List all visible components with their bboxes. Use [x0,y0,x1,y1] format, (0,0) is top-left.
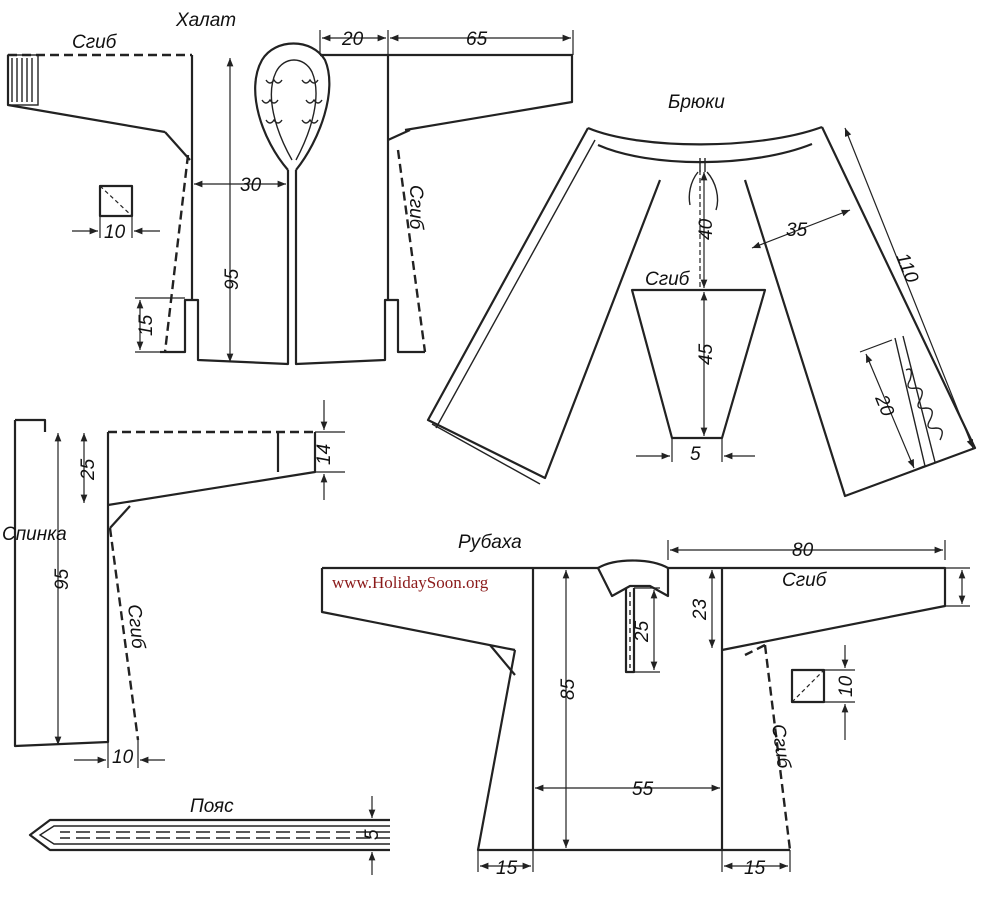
dim-spinka-length: 95 [52,568,73,590]
dim-rubaha-sleeve-width: 23 [690,598,711,621]
rubaha-gusset-square [790,668,826,704]
bryuki-trim-border [894,335,936,467]
halat-gusset-square [98,184,134,218]
dim-rubaha-sleeve: 80 [792,540,814,561]
rubaha-pattern [320,540,970,872]
spinka-sleeve [107,432,317,507]
dim-halat-length: 95 [222,268,243,290]
rubaha-right-sleeve [668,566,947,652]
dim-rubaha-width: 55 [632,779,654,800]
halat-collar-trim [261,78,323,124]
bryuki-waist-band [597,142,813,164]
label-halat-side-fold: Сгиб [405,185,426,231]
watermark: www.HolidaySoon.org [332,573,489,592]
spinka-pattern [13,400,345,768]
halat-collar-inner [270,59,317,161]
label-poyas: Пояс [190,796,234,817]
label-bryuki: Брюки [668,92,725,113]
dim-spinka-sleeve: 25 [78,458,99,481]
label-spinka: Спинка [2,524,67,545]
label-rubaha-side-fold: Сгиб [767,723,794,771]
halat-left-gusset [164,131,191,161]
rubaha-placket [624,588,636,674]
dim-halat-gusset: 10 [104,222,126,243]
label-rubaha: Рубаха [458,532,522,553]
halat-left-front [165,170,290,366]
spinka-body [13,420,110,748]
halat-right-side-fold [396,149,427,353]
bryuki-waist-top [587,125,823,146]
halat-right-gusset [387,128,411,142]
dim-bryuki-bottom: 5 [690,444,701,465]
dim-bryuki-width: 35 [786,220,808,241]
dim-spinka-gusset: 10 [112,747,134,768]
dim-halat-half-width: 30 [240,175,262,196]
dim-halat-sleeve: 65 [466,29,488,50]
label-halat-fold: Сгиб [72,32,118,53]
halat-right-sleeve-outline [320,53,574,132]
dim-rubaha-placket: 25 [632,620,653,643]
dim-halat-slit: 15 [136,314,157,336]
label-rubaha-fold: Сгиб [782,570,828,591]
label-bryuki-fold: Сгиб [645,269,691,290]
label-halat: Халат [175,10,236,31]
bryuki-right-leg [743,126,977,498]
spinka-gusset [109,505,131,529]
rubaha-left-sleeve [320,568,516,652]
bryuki-pattern [426,125,977,498]
dim-rubaha-length: 85 [558,678,579,700]
halat-collar-outer [254,42,331,171]
bryuki-drawstring [688,158,719,211]
halat-cuff [7,54,39,106]
dim-halat-collar: 20 [341,29,364,50]
rubaha-left-flare [476,649,533,852]
dim-bryuki-rise: 40 [696,218,717,240]
dim-rubaha-flare-left: 15 [496,858,518,879]
halat-cuff-trim [11,58,33,102]
poyas-pattern [28,796,390,875]
halat-right-front [294,170,425,366]
rubaha-left-gusset [489,644,516,676]
rubaha-right-side-fold [763,644,792,851]
dim-bryuki-trim: 20 [870,391,898,420]
spinka-side-fold [108,527,140,741]
poyas-outline [28,818,390,852]
rubaha-collar [597,559,670,598]
bryuki-left-leg [426,127,662,480]
halat-pattern [6,30,574,366]
halat-left-side-fold [163,154,190,353]
poyas-stitching [60,831,390,839]
dim-poyas-width: 5 [362,829,383,840]
dim-rubaha-gusset: 10 [836,675,857,697]
dim-rubaha-flare-right: 15 [744,858,766,879]
dim-bryuki-inseam: 45 [696,343,717,365]
label-spinka-fold: Сгиб [123,603,149,651]
bryuki-trim [905,368,943,441]
dim-spinka-cuff: 14 [314,444,335,465]
